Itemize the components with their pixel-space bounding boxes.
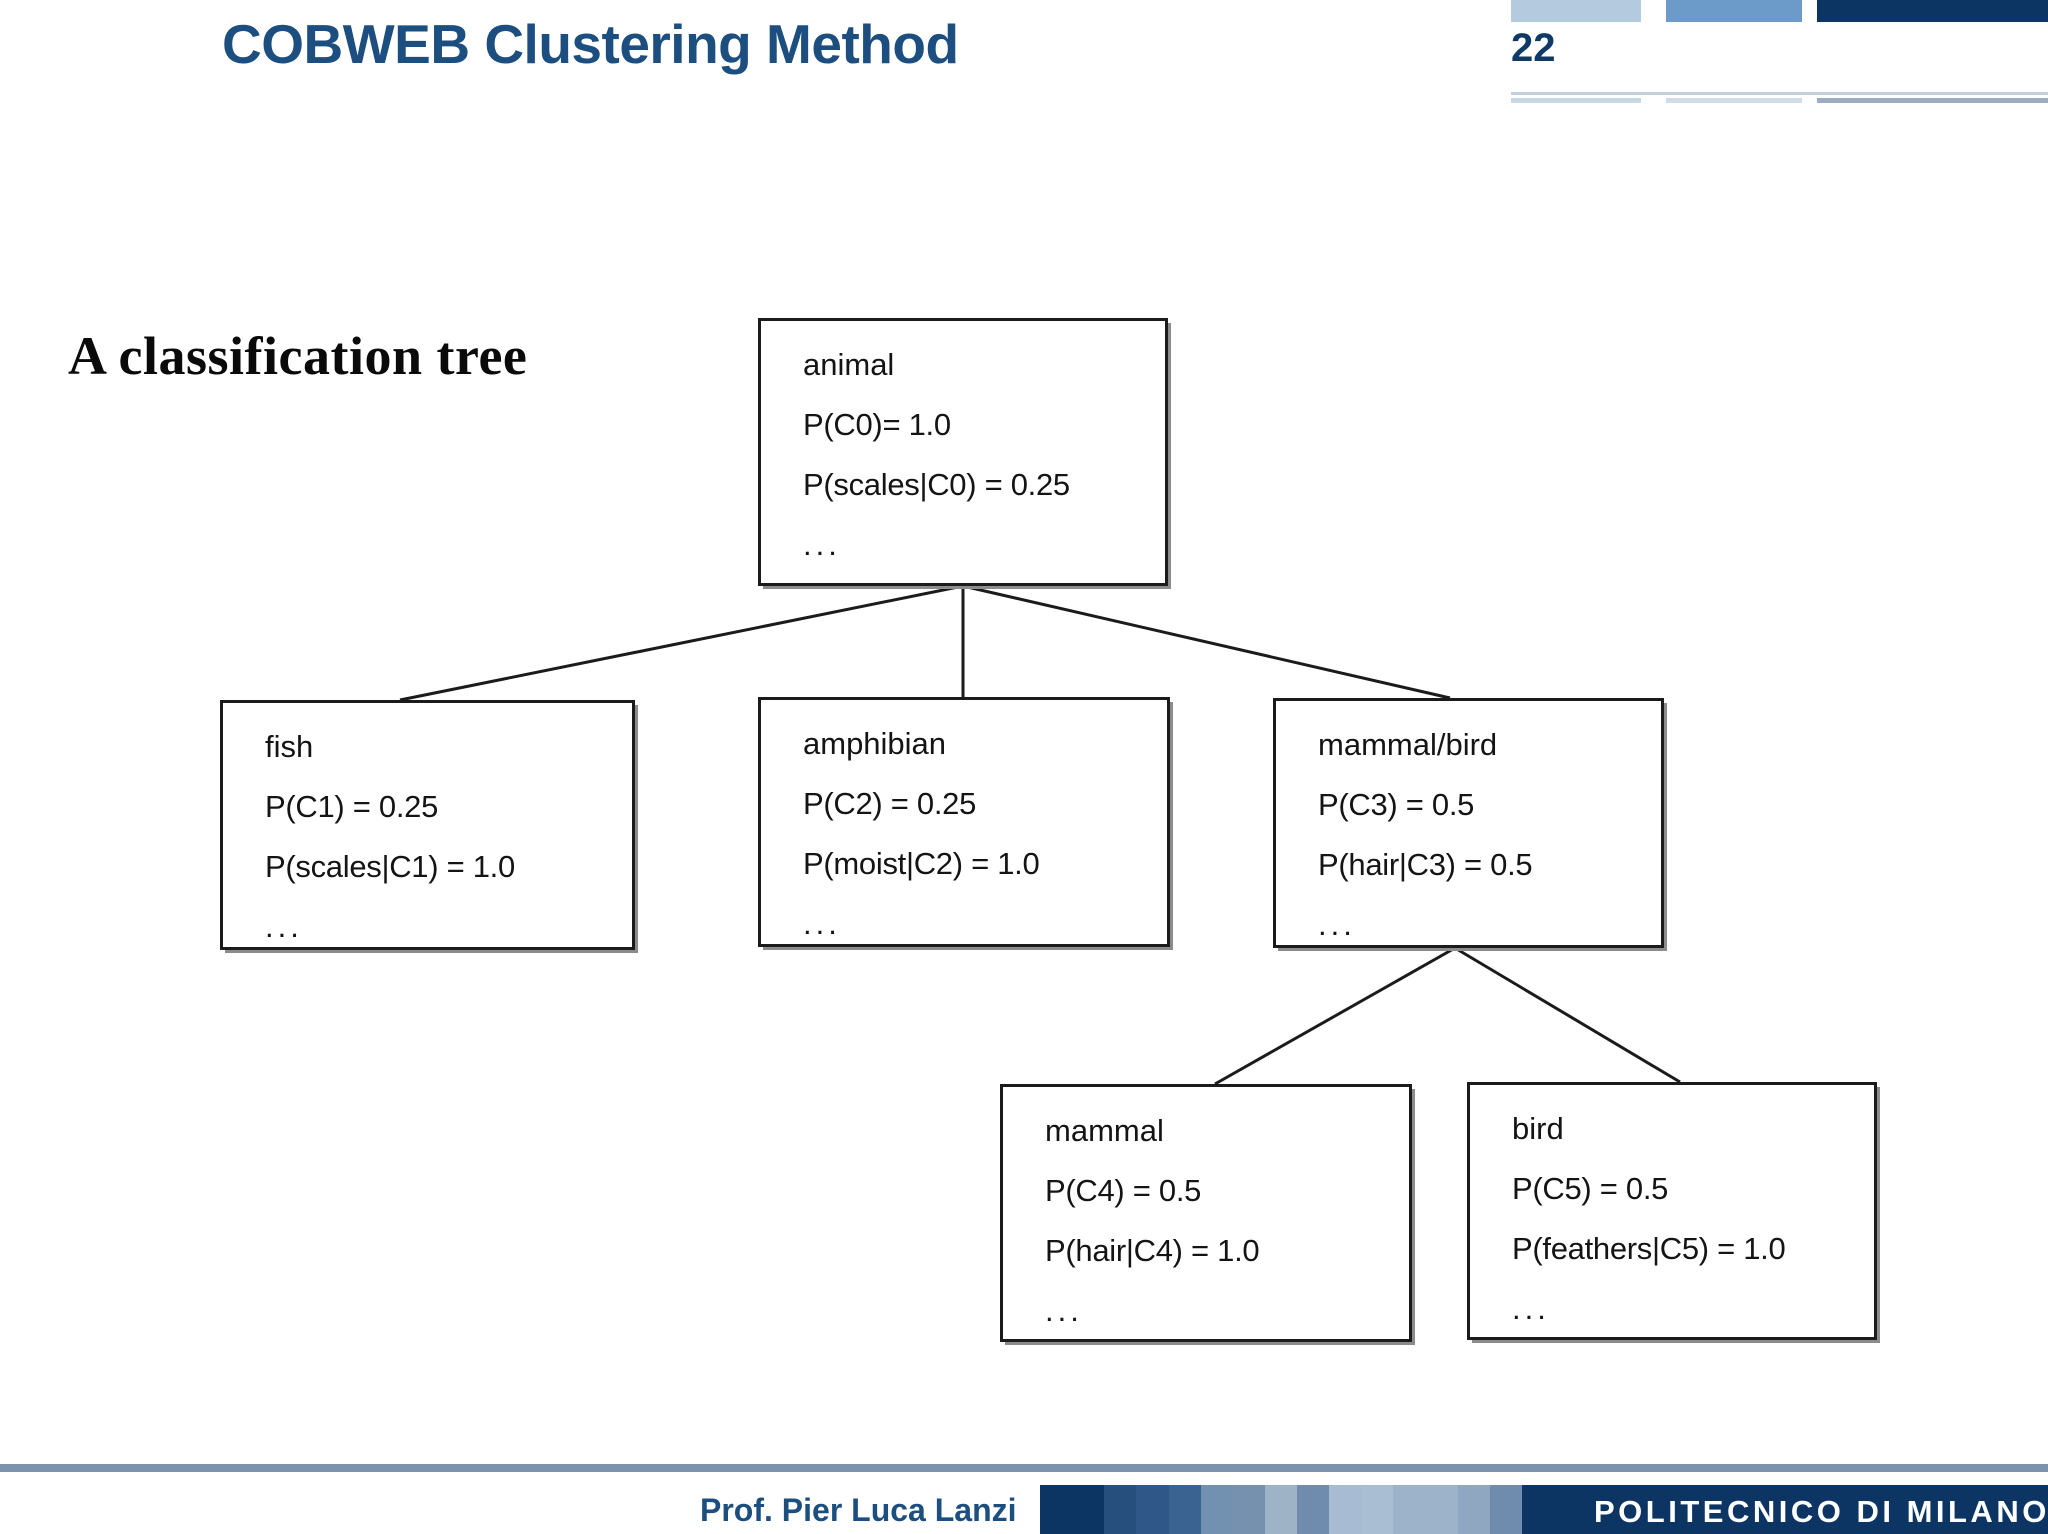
node-stat-line: P(feathers|C5) = 1.0 bbox=[1512, 1231, 1786, 1266]
footer-stripe bbox=[1136, 1485, 1170, 1534]
node-stat-line: P(scales|C0) = 0.25 bbox=[803, 467, 1070, 502]
tree-node-animal: animal P(C0)= 1.0 P(scales|C0) = 0.25 ..… bbox=[758, 318, 1168, 586]
tree-node-amphibian: amphibian P(C2) = 0.25 P(moist|C2) = 1.0… bbox=[758, 697, 1170, 947]
node-ellipsis: ... bbox=[803, 527, 841, 562]
node-stat-line: P(C4) = 0.5 bbox=[1045, 1173, 1202, 1208]
node-ellipsis: ... bbox=[803, 906, 841, 941]
footer-stripe bbox=[1264, 1485, 1298, 1534]
footer-author: Prof. Pier Luca Lanzi bbox=[700, 1492, 1017, 1528]
header-divider-dark bbox=[1817, 98, 2048, 103]
edge-animal-mammalbird bbox=[962, 584, 1451, 700]
footer-stripe bbox=[1329, 1485, 1362, 1534]
header-divider-thin bbox=[1511, 92, 2048, 95]
footer-stripe bbox=[1072, 1485, 1105, 1534]
page-number: 22 bbox=[1511, 26, 1556, 70]
header-divider-light bbox=[1511, 98, 1641, 103]
footer-stripe bbox=[1232, 1485, 1266, 1534]
page-title: COBWEB Clustering Method bbox=[222, 13, 959, 75]
footer-stripe bbox=[1200, 1485, 1234, 1534]
edge-mammalbird-mammal bbox=[1214, 946, 1456, 1086]
node-stat-line: P(C5) = 0.5 bbox=[1512, 1171, 1669, 1206]
footer-stripe bbox=[1489, 1485, 1523, 1534]
node-title: mammal/bird bbox=[1318, 727, 1498, 762]
tree-node-mammal: mammal P(C4) = 0.5 P(hair|C4) = 1.0 ... bbox=[1000, 1084, 1412, 1342]
node-ellipsis: ... bbox=[1318, 907, 1356, 942]
node-stat-line: P(C3) = 0.5 bbox=[1318, 787, 1475, 822]
footer-stripe bbox=[1104, 1485, 1137, 1534]
tree-node-bird: bird P(C5) = 0.5 P(feathers|C5) = 1.0 ..… bbox=[1467, 1082, 1877, 1340]
node-title: amphibian bbox=[803, 726, 947, 761]
slide-footer: Prof. Pier Luca Lanzi POLITECNICO DI MIL… bbox=[0, 1450, 2048, 1534]
node-ellipsis: ... bbox=[265, 909, 303, 944]
node-stat-line: P(scales|C1) = 1.0 bbox=[265, 849, 515, 884]
edge-mammalbird-bird bbox=[1454, 946, 1681, 1084]
header-accent-bar-medium bbox=[1666, 0, 1802, 22]
section-label: A classification tree bbox=[68, 326, 528, 386]
footer-stripe bbox=[1425, 1485, 1459, 1534]
footer-brand-block bbox=[1554, 1485, 2048, 1534]
footer-stripe bbox=[1297, 1485, 1330, 1534]
node-stat-line: P(C0)= 1.0 bbox=[803, 407, 951, 442]
footer-stripe bbox=[1168, 1485, 1202, 1534]
edge-animal-fish bbox=[399, 584, 964, 702]
header-accent-bar-light bbox=[1511, 0, 1641, 22]
footer-divider bbox=[0, 1464, 2048, 1472]
node-title: mammal bbox=[1045, 1113, 1164, 1148]
tree-node-mammal-bird: mammal/bird P(C3) = 0.5 P(hair|C3) = 0.5… bbox=[1273, 698, 1664, 948]
node-stat-line: P(C2) = 0.25 bbox=[803, 786, 977, 821]
node-stat-line: P(C1) = 0.25 bbox=[265, 789, 439, 824]
node-ellipsis: ... bbox=[1512, 1291, 1550, 1326]
node-title: fish bbox=[265, 729, 314, 764]
slide-header: COBWEB Clustering Method 22 bbox=[0, 0, 2048, 120]
footer-brand-text: POLITECNICO DI MILANO bbox=[1594, 1494, 2048, 1529]
node-title: animal bbox=[803, 347, 895, 382]
node-stat-line: P(moist|C2) = 1.0 bbox=[803, 846, 1040, 881]
node-stat-line: P(hair|C3) = 0.5 bbox=[1318, 847, 1533, 882]
header-divider-medium bbox=[1666, 98, 1802, 103]
node-stat-line: P(hair|C4) = 1.0 bbox=[1045, 1233, 1260, 1268]
node-ellipsis: ... bbox=[1045, 1293, 1083, 1328]
header-accent-bar-dark bbox=[1817, 0, 2048, 22]
node-title: bird bbox=[1512, 1111, 1564, 1146]
footer-stripe bbox=[1521, 1485, 1555, 1534]
footer-stripe bbox=[1457, 1485, 1491, 1534]
footer-stripe bbox=[1393, 1485, 1427, 1534]
footer-stripe bbox=[1361, 1485, 1394, 1534]
tree-node-fish: fish P(C1) = 0.25 P(scales|C1) = 1.0 ... bbox=[220, 700, 635, 950]
footer-stripe bbox=[1040, 1485, 1073, 1534]
